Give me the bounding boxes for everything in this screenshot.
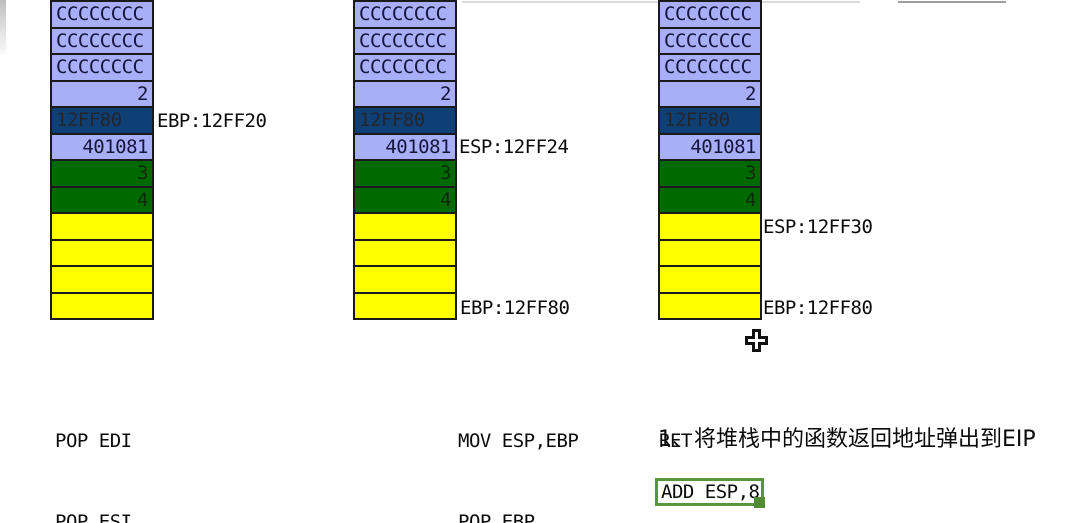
stack-cell	[660, 240, 760, 267]
asm-line: MOV ESP,EBP	[458, 430, 579, 452]
stack-cell	[355, 240, 455, 267]
stack-cell	[355, 214, 455, 241]
stack-cell: CCCCCCCC	[660, 28, 760, 55]
left-edge-artifact	[0, 0, 6, 54]
stack-diagram-2: CCCCCCCC CCCCCCCC CCCCCCCC 2 12FF80 4010…	[353, 0, 457, 320]
asm-line: POP EDI	[55, 430, 132, 452]
stack-cell: CCCCCCCC	[52, 55, 152, 82]
stack-cell-return-address: 401081	[52, 134, 152, 161]
stack-cell-return-address: 401081	[660, 134, 760, 161]
stack-cell	[52, 267, 152, 294]
stack-cell-saved-ebp: 12FF80	[355, 108, 455, 135]
stack-cell	[660, 267, 760, 294]
annotation-text: 1、将堆栈中的函数返回地址弹出到EIP	[658, 427, 1036, 452]
ebp-pointer-label: EBP:12FF80	[460, 297, 570, 319]
top-crop-line	[898, 1, 1006, 3]
stack-cell: 3	[660, 161, 760, 188]
stack-cell: 3	[52, 161, 152, 188]
stack-cell	[52, 214, 152, 241]
stack-cell	[52, 293, 152, 318]
stack-cell: 2	[660, 81, 760, 108]
stack-cell: CCCCCCCC	[660, 2, 760, 29]
stack-cell	[52, 240, 152, 267]
stack-cell: CCCCCCCC	[52, 2, 152, 29]
stack-cell-saved-ebp: 12FF80	[52, 108, 152, 135]
highlighted-instruction-text: ADD ESP,8	[661, 481, 760, 503]
esp-pointer-label: ESP:12FF24	[459, 136, 569, 158]
stack-cell: CCCCCCCC	[660, 55, 760, 82]
stack-cell: 4	[355, 187, 455, 214]
stack-cell: 4	[52, 187, 152, 214]
esp-pointer-label: ESP:12FF30	[763, 216, 873, 238]
stack-cell: 2	[355, 81, 455, 108]
stack-cell: CCCCCCCC	[355, 2, 455, 29]
asm-line: POP ESI	[55, 511, 132, 523]
asm-block-3: RET	[659, 374, 703, 509]
stack-cell: CCCCCCCC	[355, 55, 455, 82]
asm-line: RET	[659, 430, 692, 452]
ebp-pointer-label: EBP:12FF80	[763, 297, 873, 319]
highlighted-instruction-box[interactable]: ADD ESP,8	[655, 478, 765, 508]
stack-diagram-3: CCCCCCCC CCCCCCCC CCCCCCCC 2 12FF80 4010…	[658, 0, 762, 320]
stack-cell: CCCCCCCC	[355, 28, 455, 55]
plus-cursor-icon	[745, 329, 768, 352]
stack-cell: CCCCCCCC	[52, 28, 152, 55]
stack-cell: 2	[52, 81, 152, 108]
ebp-pointer-label: EBP:12FF20	[157, 110, 267, 132]
stack-cell: 4	[660, 187, 760, 214]
stack-cell	[355, 293, 455, 318]
asm-block-2: MOV ESP,EBP POP EBP	[458, 374, 579, 523]
stack-cell	[660, 293, 760, 318]
stack-cell-saved-ebp: 12FF80	[660, 108, 760, 135]
stack-cell	[660, 214, 760, 241]
asm-line: POP EBP	[458, 511, 535, 523]
asm-block-1: POP EDI POP ESI POP EBX	[55, 374, 132, 523]
selection-handle[interactable]	[754, 497, 765, 508]
stack-diagram-1: CCCCCCCC CCCCCCCC CCCCCCCC 2 12FF80 4010…	[50, 0, 154, 320]
stack-cell	[355, 267, 455, 294]
stack-cell: 3	[355, 161, 455, 188]
stack-cell-return-address: 401081	[355, 134, 455, 161]
